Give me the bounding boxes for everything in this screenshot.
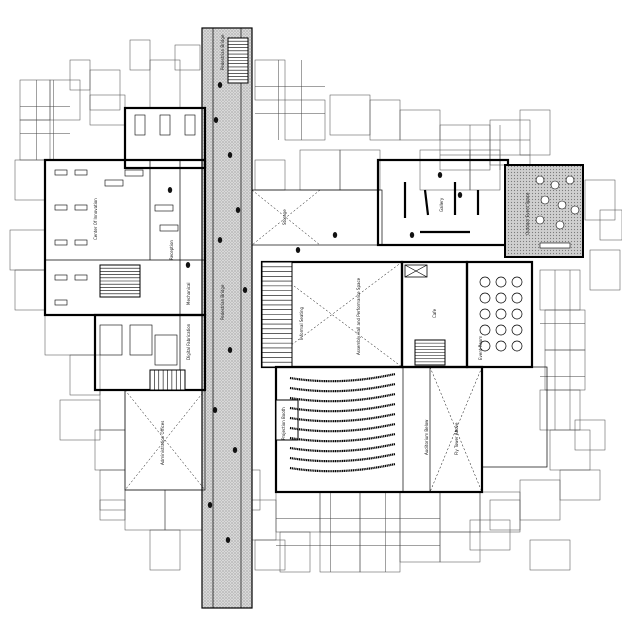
label-auditorium: Auditorium Below <box>424 419 429 455</box>
people-figures <box>167 82 463 543</box>
label-event-room: Event Room <box>478 336 483 360</box>
label-cafe: Cafe <box>432 308 437 318</box>
label-reception: Reception <box>169 240 174 260</box>
label-fly-tower: Fly Tower Above <box>454 422 459 455</box>
label-projection-booth: Projection Booth <box>281 407 286 440</box>
label-storage: Storage <box>282 209 287 225</box>
label-digital-fabrication: Digital Fabrication <box>186 323 191 360</box>
label-center-of-innovation: Center Of Innovation <box>93 198 98 240</box>
left-building <box>43 106 207 491</box>
label-assembly-hall: Assembly Hall and Performance Space <box>356 277 361 355</box>
auditorium <box>274 365 548 494</box>
pedestrian-bridge <box>201 27 253 609</box>
label-mechanical: Mechanical <box>186 282 191 305</box>
label-administration-offices: Administration Offices <box>160 421 165 465</box>
label-pedestrian-bridge-upper: Pedestrian Bridge <box>220 34 225 70</box>
label-informal-seating: Informal Seating <box>299 306 304 340</box>
label-outdoor-event-space: Outdoor Event Space <box>525 192 530 235</box>
label-pedestrian-bridge-main: Pedestrian Bridge <box>220 284 225 320</box>
label-gallery: Gallery <box>439 197 444 212</box>
room-labels: Pedestrian Bridge Pedestrian Bridge Cent… <box>93 34 530 465</box>
